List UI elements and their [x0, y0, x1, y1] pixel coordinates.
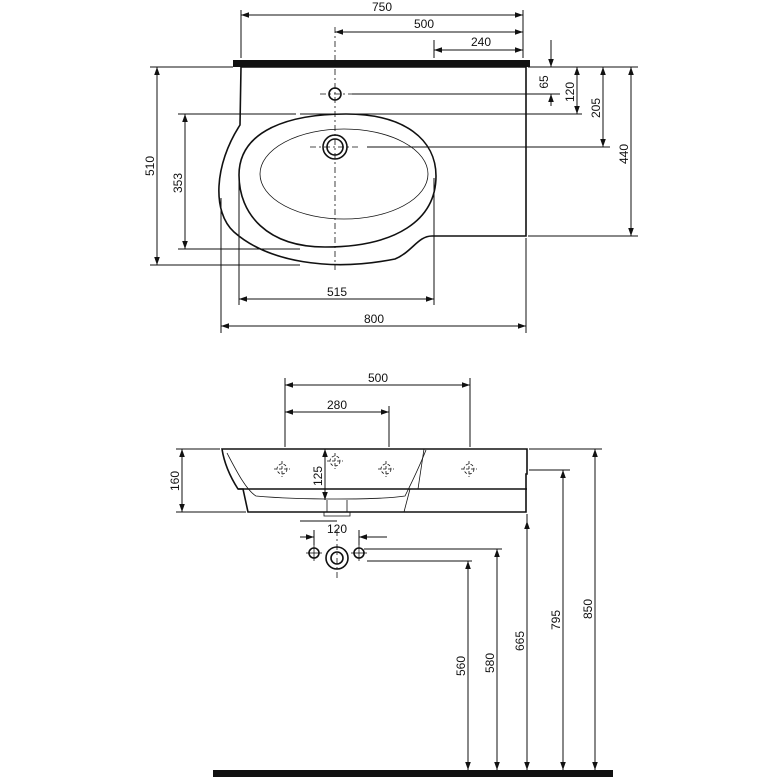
dim-795: 795 — [549, 610, 563, 630]
tap-hole-hidden-1 — [274, 461, 290, 477]
bowl-rim-outer — [238, 113, 437, 248]
dim-580: 580 — [483, 653, 497, 673]
front-view: 500 280 160 125 120 560 580 665 795 850 — [168, 371, 613, 777]
dim-240: 240 — [471, 35, 491, 49]
dim-65: 65 — [537, 75, 551, 89]
dim-850: 850 — [581, 599, 595, 619]
drain-outlet-front — [326, 500, 348, 513]
waste-outlet — [325, 530, 349, 580]
dim-665: 665 — [513, 631, 527, 651]
wall-top-view — [233, 60, 530, 67]
dim-120-front: 120 — [327, 522, 347, 536]
dim-205: 205 — [589, 98, 603, 118]
top-view: 750 500 240 65 120 205 440 510 353 515 8… — [143, 0, 638, 333]
dim-800: 800 — [364, 312, 384, 326]
dim-440: 440 — [617, 144, 631, 164]
dim-280: 280 — [327, 398, 347, 412]
dim-125: 125 — [311, 466, 325, 486]
tap-hole-hidden-2 — [327, 453, 343, 469]
supply-left — [306, 545, 322, 561]
basin-outline-front — [221, 448, 528, 513]
dim-500-top: 500 — [414, 17, 434, 31]
basin-outline-top — [218, 66, 527, 266]
floor — [213, 770, 613, 777]
supply-right — [351, 545, 367, 561]
tap-hole-hidden-4 — [461, 461, 477, 477]
dim-515: 515 — [327, 285, 347, 299]
dim-160: 160 — [168, 471, 182, 491]
dim-120-top: 120 — [563, 82, 577, 102]
dim-750: 750 — [372, 0, 392, 14]
dim-500-front: 500 — [368, 371, 388, 385]
dim-353: 353 — [171, 173, 185, 193]
dim-510: 510 — [143, 156, 157, 176]
bowl-inner — [259, 128, 429, 220]
tap-hole-hidden-3 — [378, 461, 394, 477]
dim-560: 560 — [454, 656, 468, 676]
